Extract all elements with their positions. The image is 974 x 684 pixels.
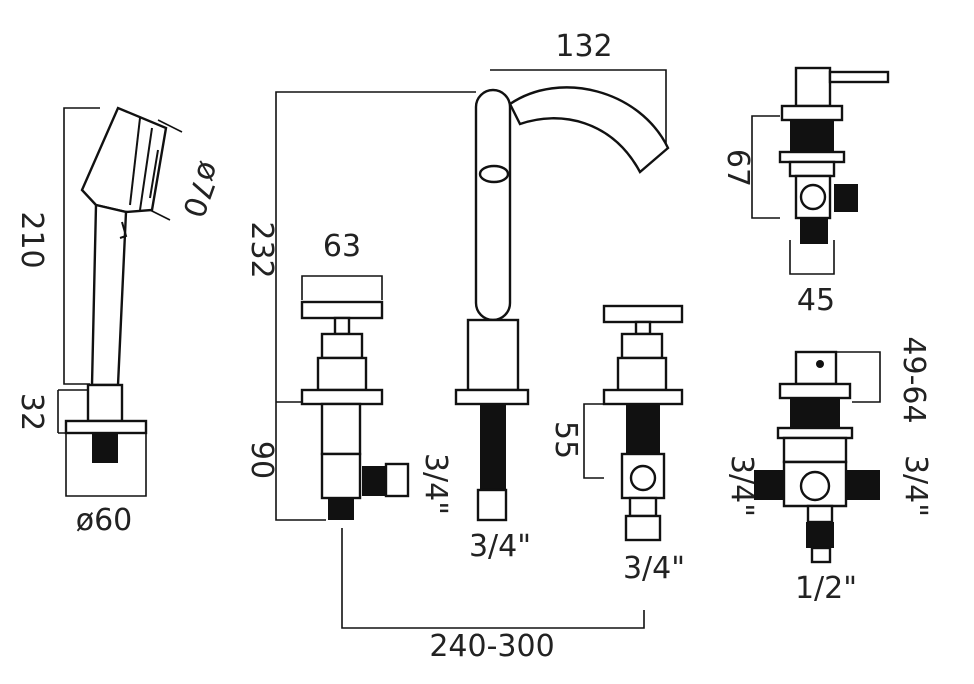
label-valve-thread-left: 3/4" xyxy=(418,453,453,515)
label-spout-reach: 132 xyxy=(555,29,612,64)
label-handset-length: 210 xyxy=(14,211,49,268)
diverter-front-view xyxy=(754,350,881,564)
label-diverter-thread-bottom: 1/2" xyxy=(795,571,857,606)
spout xyxy=(454,69,670,522)
label-handset-base-height: 32 xyxy=(14,393,49,431)
hand-shower xyxy=(57,106,183,497)
label-body-height: 90 xyxy=(244,441,279,479)
label-diverter-range: 49-64 xyxy=(896,336,931,423)
label-diverter-thread-left: 3/4" xyxy=(724,455,759,517)
label-handset-head: ø70 xyxy=(175,157,227,222)
diverter-side-view xyxy=(751,66,890,275)
label-spout-thread: 3/4" xyxy=(469,529,531,564)
left-valve xyxy=(300,275,645,629)
label-diverter-thread-right: 3/4" xyxy=(898,455,933,517)
label-valve-thread-right: 3/4" xyxy=(623,551,685,586)
label-handle-width: 63 xyxy=(323,229,361,264)
label-handset-base-diameter: ø60 xyxy=(76,503,133,538)
label-diverter-height: 67 xyxy=(720,149,755,187)
label-diverter-width: 45 xyxy=(797,283,835,318)
label-total-height: 232 xyxy=(244,221,279,278)
label-centres: 240-300 xyxy=(429,629,554,664)
label-valve-drop: 55 xyxy=(548,421,583,459)
right-valve xyxy=(583,304,684,542)
